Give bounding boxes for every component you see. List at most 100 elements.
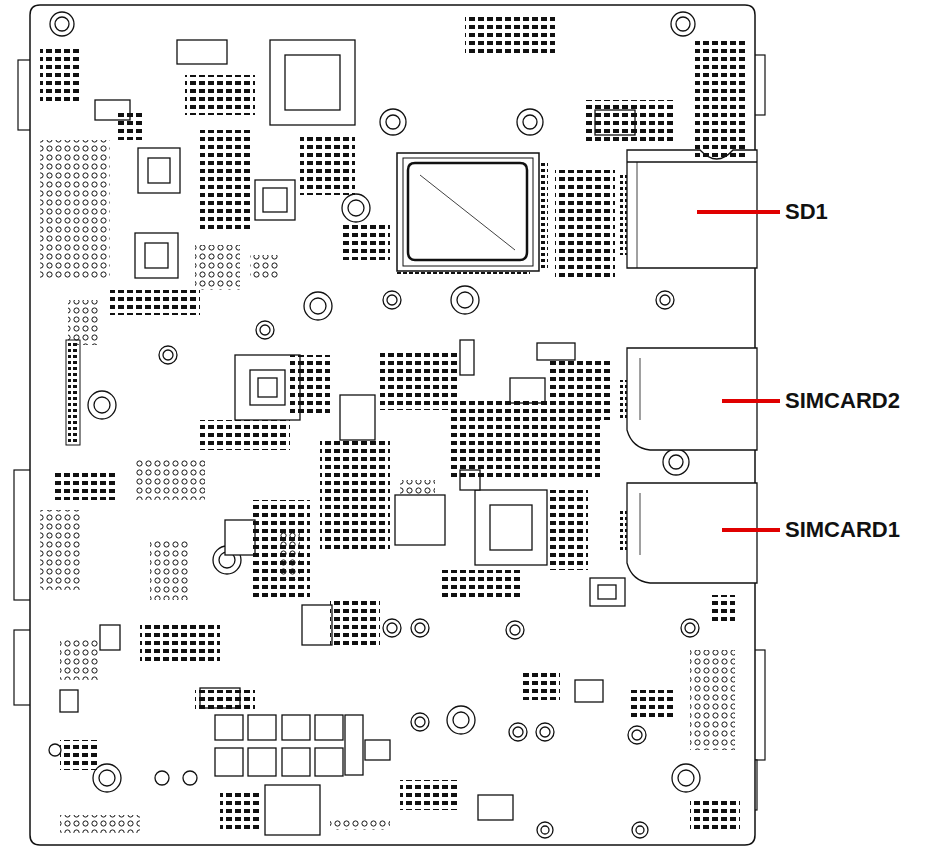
board-shape [270, 40, 355, 125]
board-shape [380, 109, 406, 135]
board-shape [548, 490, 588, 570]
board-shape [183, 771, 197, 785]
board-shape [669, 455, 683, 469]
board-shape [632, 822, 648, 838]
callout-label: SIMCARD2 [785, 389, 900, 413]
smd-pads [40, 15, 745, 833]
board-shape [383, 291, 401, 309]
board-shape [415, 717, 425, 727]
board-shape [342, 194, 370, 222]
board-shape [681, 619, 699, 637]
board-shape [135, 460, 205, 500]
board-shape [304, 292, 332, 320]
board-shape [628, 726, 646, 744]
board-shape [88, 391, 116, 419]
board-shape [640, 358, 641, 420]
board-shape [345, 715, 363, 775]
board-shape [248, 715, 276, 740]
board-shape [671, 12, 695, 36]
board-shape [110, 290, 200, 315]
board-shape [250, 255, 280, 280]
board-shape [310, 298, 326, 314]
pin-header [66, 300, 98, 445]
board-shape [215, 748, 243, 776]
board-shape [411, 713, 429, 731]
cpu [395, 153, 548, 277]
board-shape [627, 161, 757, 162]
board-shape [60, 690, 78, 712]
board-shape [248, 748, 276, 776]
board-shape [40, 140, 110, 280]
board-shape [348, 200, 364, 216]
board-shape [185, 75, 255, 115]
board-shape [523, 115, 537, 129]
board-shape [627, 150, 757, 268]
board-shape [40, 45, 80, 105]
board-shape [177, 40, 227, 64]
board-shape [627, 483, 757, 583]
board-shape [671, 12, 695, 36]
board-shape [509, 723, 527, 741]
board-shape [395, 272, 530, 277]
board-shape [380, 109, 406, 135]
board-shape [195, 690, 255, 710]
board-shape [265, 785, 320, 835]
board-shape [280, 530, 300, 580]
board-shape [387, 295, 397, 305]
board-shape [220, 790, 260, 830]
board-shape [330, 600, 380, 645]
board-shape [536, 723, 554, 741]
board-shape [685, 623, 695, 633]
board-shape [710, 595, 735, 625]
board-shape [66, 340, 80, 445]
board-shape [415, 623, 425, 633]
board-shape [637, 162, 638, 268]
board-shape [256, 321, 274, 339]
board-shape [159, 346, 177, 364]
board-shape [510, 378, 545, 403]
board-shape [636, 826, 644, 834]
sim-slot [620, 483, 757, 583]
board-shape [681, 619, 699, 637]
board-shape [676, 17, 690, 31]
board-shape [451, 286, 479, 314]
board-shape [300, 135, 355, 195]
board-shape [640, 493, 641, 555]
board-shape [365, 740, 390, 760]
board-shape [656, 291, 674, 309]
board-shape [340, 395, 375, 440]
board-shape [478, 795, 513, 820]
board-shape [475, 490, 547, 565]
board-shape [451, 286, 479, 314]
board-shape [520, 670, 560, 700]
board-shape [403, 158, 533, 266]
board-shape [628, 726, 646, 744]
board-shape [517, 109, 543, 135]
ic-chips [60, 40, 635, 820]
board-shape [159, 346, 177, 364]
board-shape [397, 153, 539, 271]
board-shape [630, 690, 675, 720]
board-shape [386, 115, 400, 129]
board-shape [68, 300, 98, 345]
board-shape [50, 12, 74, 36]
board-shape [290, 355, 330, 415]
board-shape [315, 715, 343, 740]
board-shape [258, 378, 277, 397]
sd-slot [620, 150, 757, 268]
leader-lines [697, 212, 780, 530]
board-shape [722, 399, 780, 403]
board-shape [68, 343, 78, 442]
board-shape [447, 706, 475, 734]
board-shape [285, 55, 340, 110]
board-shape [99, 770, 115, 786]
board-shape [256, 321, 274, 339]
board-shape [40, 510, 80, 590]
board-shape [408, 163, 527, 260]
power-inductors [200, 688, 390, 835]
board-shape [383, 619, 401, 637]
board-shape [145, 243, 168, 268]
board-shape [255, 180, 295, 220]
